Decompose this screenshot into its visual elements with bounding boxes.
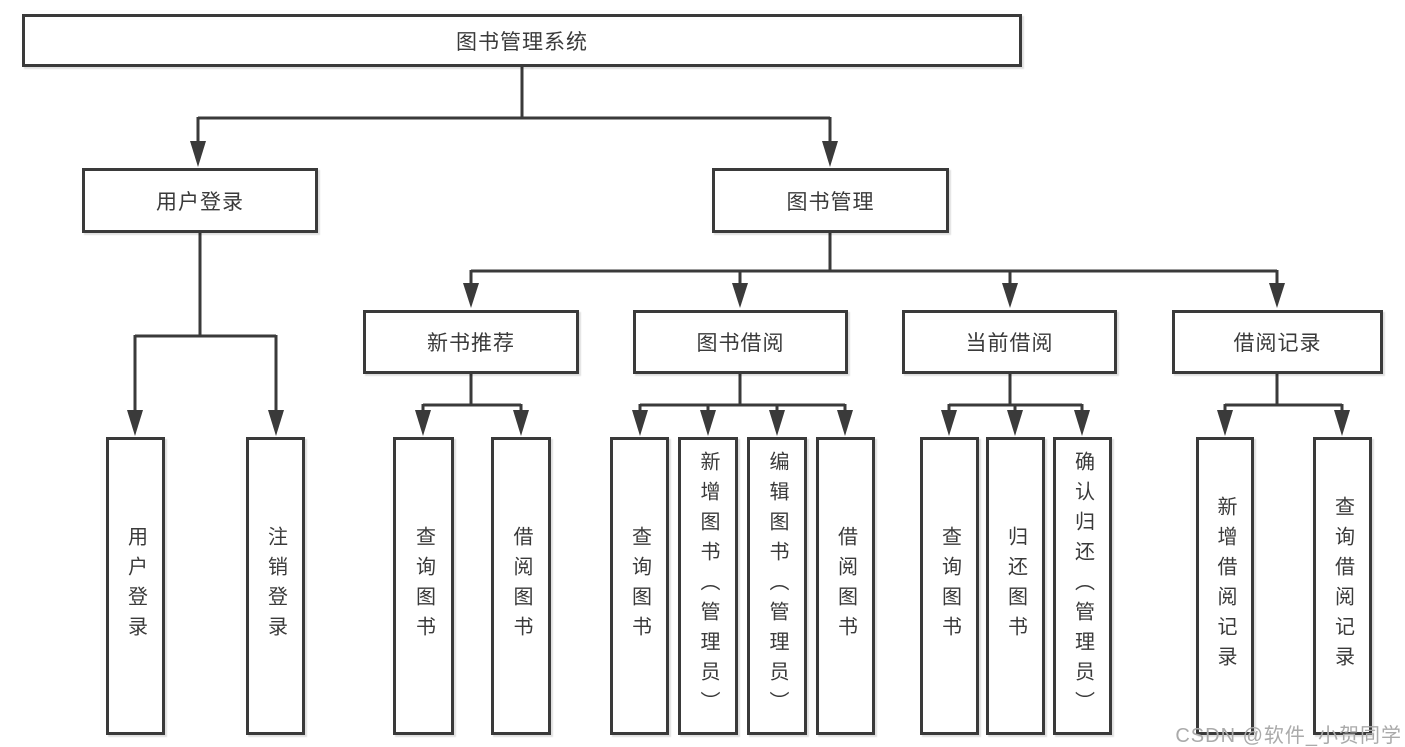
node-user-login: 用户登录	[82, 168, 318, 233]
leaf-add-borrow-record: 新增借阅记录	[1196, 437, 1254, 735]
node-borrow-records: 借阅记录	[1172, 310, 1383, 374]
leaf-return-books: 归还图书	[986, 437, 1045, 735]
leaf-confirm-return-admin: 确认归还（管理员）	[1053, 437, 1112, 735]
csdn-watermark: CSDN @软件_小贺同学	[1175, 725, 1402, 747]
leaf-borrow-books-recommend: 借阅图书	[491, 437, 551, 735]
leaf-user-login: 用户登录	[106, 437, 165, 735]
leaf-query-borrow-record: 查询借阅记录	[1313, 437, 1372, 735]
node-root-library-system: 图书管理系统	[22, 14, 1022, 67]
node-book-management: 图书管理	[712, 168, 949, 233]
leaf-query-books-current: 查询图书	[920, 437, 979, 735]
node-book-borrow: 图书借阅	[633, 310, 848, 374]
leaf-borrow-books: 借阅图书	[816, 437, 875, 735]
leaf-query-books-borrow: 查询图书	[610, 437, 669, 735]
leaf-query-books-recommend: 查询图书	[393, 437, 454, 735]
leaf-logout: 注销登录	[246, 437, 305, 735]
node-current-borrow: 当前借阅	[902, 310, 1117, 374]
leaf-edit-book-admin: 编辑图书（管理员）	[747, 437, 807, 735]
node-new-book-recommend: 新书推荐	[363, 310, 579, 374]
leaf-add-book-admin: 新增图书（管理员）	[678, 437, 738, 735]
